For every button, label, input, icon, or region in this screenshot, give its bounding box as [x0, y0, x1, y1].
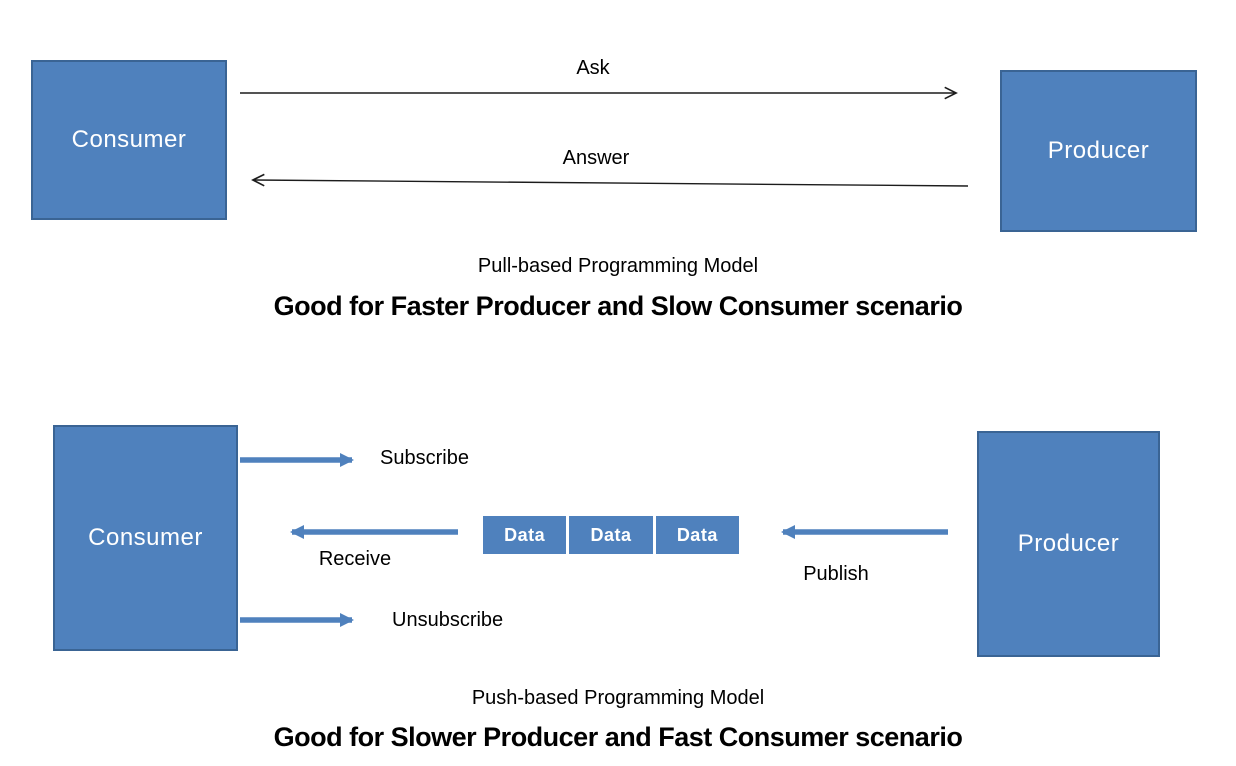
pull-consumer-box: Consumer [31, 60, 227, 220]
publish-label: Publish [803, 563, 869, 585]
data-cell-2: Data [569, 516, 653, 554]
answer-arrow [251, 173, 969, 187]
pull-producer-label: Producer [1047, 137, 1150, 164]
ask-label: Ask [576, 57, 610, 79]
push-model-caption: Push-based Programming Model [471, 687, 765, 709]
receive-label: Receive [318, 548, 392, 570]
push-consumer-label: Consumer [88, 524, 203, 551]
push-model-subtitle: Good for Slower Producer and Fast Consum… [273, 722, 963, 752]
subscribe-label: Subscribe [380, 447, 469, 469]
pull-model-caption: Pull-based Programming Model [477, 255, 759, 277]
pull-producer-box: Producer [1000, 70, 1197, 232]
data-cell-3: Data [655, 516, 739, 554]
unsubscribe-label: Unsubscribe [392, 609, 504, 631]
data-queue: Data Data Data [483, 516, 739, 554]
push-producer-box: Producer [977, 431, 1160, 657]
data-cell-1: Data [483, 516, 567, 554]
pull-consumer-label: Consumer [71, 126, 187, 153]
push-producer-label: Producer [1017, 530, 1120, 557]
answer-label: Answer [562, 147, 630, 169]
pull-model-subtitle: Good for Faster Producer and Slow Consum… [273, 291, 963, 321]
push-consumer-box: Consumer [53, 425, 238, 651]
